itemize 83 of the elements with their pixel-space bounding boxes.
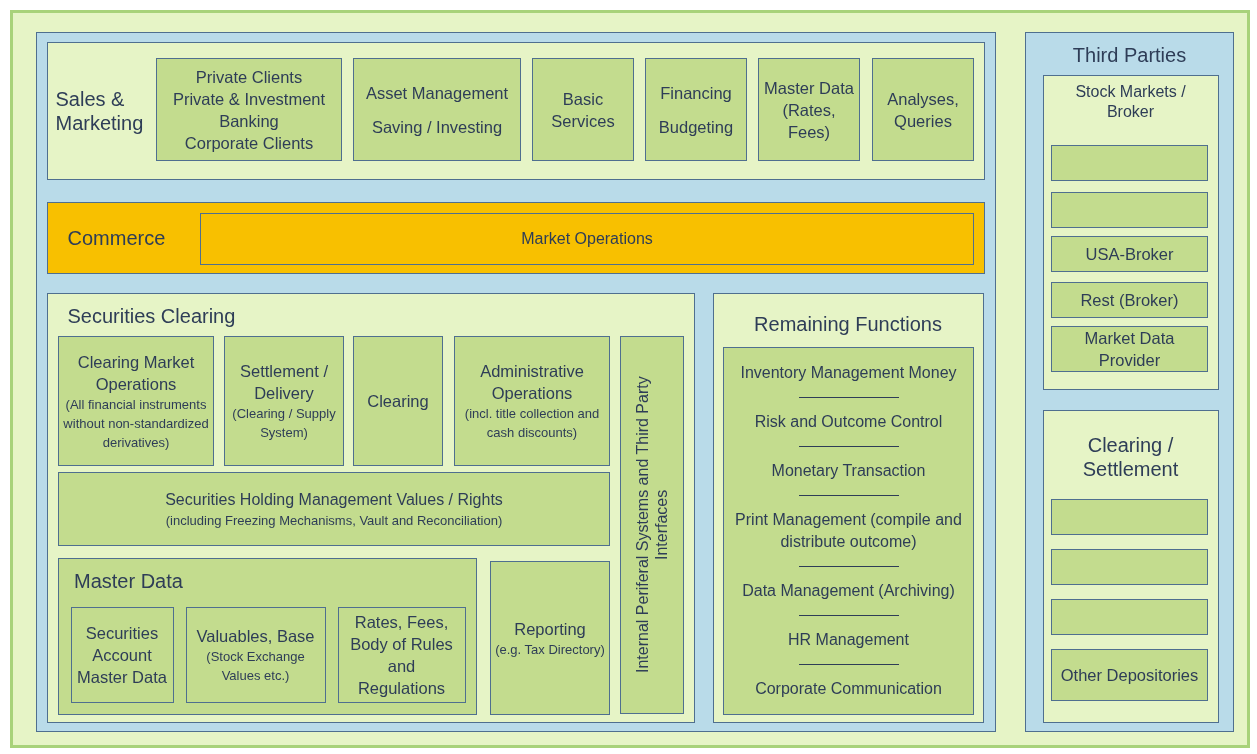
group-box [1042, 74, 1219, 390]
function-box [58, 472, 610, 546]
box-label: Valuables, Base [196, 625, 315, 647]
function-box [70, 606, 174, 703]
box-label: Clearing [367, 391, 429, 412]
group-title: Master Data [74, 569, 183, 593]
box-note: (All financial instruments without non-standardized derivatives) [63, 395, 209, 452]
function-label: Monetary Transaction [771, 461, 926, 482]
function-label: Risk and Outcome Control [754, 412, 943, 433]
function-box [1051, 326, 1208, 372]
function-box [200, 213, 974, 265]
function-label: Data Management (Archiving) [742, 580, 955, 601]
group-box [58, 558, 477, 715]
group-title: Remaining Functions [753, 311, 943, 336]
box-label: Securities Account Master Data [76, 622, 168, 688]
function-box [156, 58, 342, 161]
function-box [185, 606, 326, 703]
box-label: Internal Periferal Systems and Third Party Interfaces [633, 375, 671, 676]
function-box [620, 336, 684, 714]
box-label: Market Operations [521, 229, 653, 249]
blank-box [1051, 499, 1208, 535]
group-box [1025, 32, 1234, 732]
function-box [1051, 649, 1208, 701]
box-label: Reporting [514, 618, 586, 640]
function-box [645, 58, 747, 161]
box-note: (Clearing / Supply System) [231, 405, 337, 442]
box-note: (including Freezing Mechanisms, Vault and Reconciliation) [165, 511, 503, 530]
box-note: (Stock Exchange Values etc.) [205, 647, 306, 685]
function-box [1051, 236, 1208, 272]
function-label: Inventory Management Money [740, 363, 957, 384]
box-label: Administrative Operations [479, 361, 585, 404]
group-box [1042, 409, 1219, 723]
box-label: Basic Services [550, 88, 616, 132]
function-box [224, 336, 344, 466]
blank-box [1051, 599, 1208, 635]
group-box [46, 292, 695, 723]
box-note: (incl. title collection and cash discounts) [463, 405, 601, 442]
box-label: Private & Investment Banking [171, 88, 327, 132]
function-box [353, 336, 443, 466]
blank-box [36, 32, 996, 732]
group-box [46, 201, 985, 274]
group-title: Sales & Marketing [55, 86, 145, 136]
group-box [46, 41, 985, 180]
function-box [337, 606, 466, 703]
box-label: Securities Holding Management Values / Rights [165, 489, 503, 510]
box-label: Corporate Clients [184, 132, 314, 154]
group-title: Clearing / Settlement [1081, 432, 1180, 481]
box-label: Rates, Fees, Body of Rules and Regulations [349, 611, 454, 699]
box-label: Clearing Market Operations [76, 351, 196, 395]
group-title: Securities Clearing [67, 303, 236, 328]
box-label: Asset Management [365, 82, 509, 104]
function-list-box [723, 347, 974, 715]
function-box [353, 58, 521, 161]
blank-box [1051, 145, 1208, 181]
box-label: Master Data (Rates, Fees) [763, 77, 855, 143]
blank-box [10, 10, 1250, 748]
box-label: Budgeting [658, 116, 734, 138]
box-label: Market Data Provider [1083, 328, 1176, 371]
function-box [490, 561, 610, 715]
box-label: USA-Broker [1085, 244, 1174, 265]
function-label: Print Management (compile and distribute outcome) [734, 510, 963, 552]
box-label: Private Clients [195, 66, 303, 88]
function-box [454, 336, 610, 466]
group-box [712, 292, 984, 723]
function-box [1051, 282, 1208, 318]
function-box [532, 58, 634, 161]
blank-box [1051, 192, 1208, 228]
box-note: (e.g. Tax Directory) [495, 640, 605, 659]
group-title: Third Parties [1071, 43, 1188, 67]
box-label: Financing [660, 82, 732, 104]
function-label: Corporate Communication [755, 678, 942, 699]
box-label: Saving / Investing [371, 116, 503, 138]
function-label: HR Management [788, 629, 909, 650]
function-box [872, 58, 974, 161]
blank-box [1051, 549, 1208, 585]
group-title: Stock Markets / Broker [1074, 81, 1187, 122]
function-box [58, 336, 214, 466]
box-label: Other Depositories [1060, 665, 1199, 686]
group-title: Commerce [67, 225, 167, 251]
box-label: Settlement / Delivery [238, 361, 329, 404]
box-label: Analyses, Queries [886, 88, 960, 132]
box-label: Rest (Broker) [1080, 290, 1179, 311]
function-box [758, 58, 860, 161]
